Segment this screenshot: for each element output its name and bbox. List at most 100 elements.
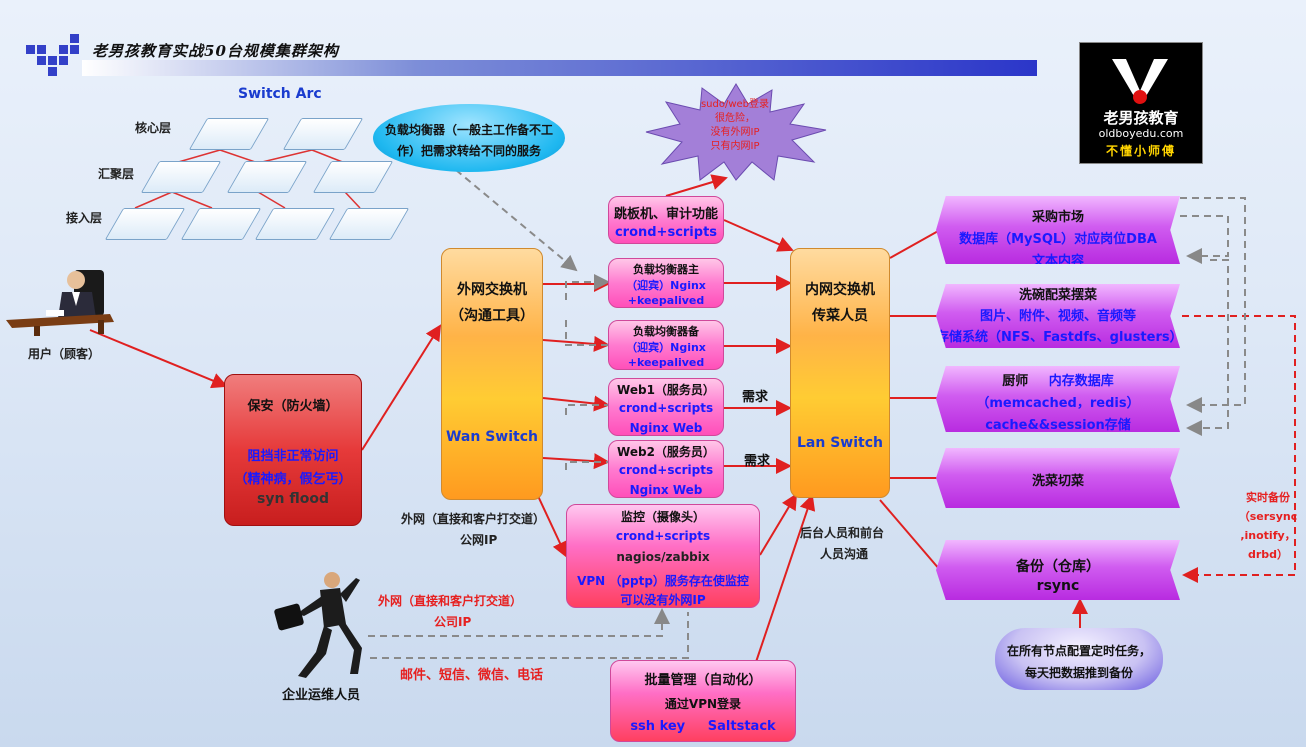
realtime-line2: （sersync	[1238, 510, 1298, 523]
web1-demand-label: 需求	[742, 390, 769, 405]
starburst-line2: 很危险，	[715, 113, 755, 124]
web2-demand-label: 需求	[744, 454, 771, 469]
lb-backup-title: 负载均衡器备	[633, 325, 699, 338]
web1-title: Web1（服务员）	[617, 383, 715, 397]
ops-note2: 公司IP	[434, 615, 472, 629]
lan-note2: 人员沟通	[820, 547, 869, 561]
starburst-line1: sudo/web登录	[700, 99, 770, 110]
monitor-line5: 可以没有外网IP	[620, 593, 706, 607]
cache-line3: cache&&session存储	[985, 418, 1131, 433]
cache-line2: （memcached，redis）	[976, 396, 1140, 411]
web1-line2: crond+scripts	[618, 401, 714, 415]
backup-line1: 备份（仓库）	[1016, 559, 1100, 575]
realtime-line3: ,inotify，	[1240, 529, 1296, 542]
jump-sub: crond+scripts	[614, 225, 718, 240]
starburst-line4: 只有内网IP	[710, 141, 760, 152]
running-ops-person-icon	[274, 572, 362, 678]
batch-line3: ssh key Saltstack	[630, 719, 776, 734]
lan-title1: 内网交换机	[805, 282, 875, 298]
aggregation-layer-label: 汇聚层	[98, 167, 135, 181]
lan-title2: 传菜人员	[812, 308, 868, 324]
cron-line1: 在所有节点配置定时任务，	[1006, 644, 1151, 658]
web2-box: Web2（服务员） crond+scripts Nginx Web	[608, 440, 724, 498]
firewall-title: 保安（防火墙）	[247, 399, 339, 414]
wash-box: 洗菜切菜	[936, 448, 1180, 508]
monitor-box: 监控（摄像头） crond+scripts nagios/zabbix VPN …	[566, 504, 760, 608]
lb-master-line2: （迎宾）Nginx	[626, 279, 706, 292]
web2-line2: crond+scripts	[618, 463, 714, 477]
wan-title2: （沟通工具）	[450, 308, 534, 324]
lb-bubble-line1: 负载均衡器（一般主工作备不工	[384, 123, 553, 137]
lb-master-title: 负载均衡器主	[633, 263, 699, 276]
cron-bubble: 在所有节点配置定时任务， 每天把数据推到备份	[995, 628, 1163, 690]
wan-switch-box: 外网交换机 （沟通工具） Wan Switch	[441, 248, 543, 500]
storage-line3: 存储系统（NFS、Fastdfs、glusters）	[936, 330, 1183, 345]
backup-box: 备份（仓库） rsync	[936, 540, 1180, 600]
firewall-line2: （精神病，假乞丐）	[234, 472, 352, 487]
database-box: 采购市场 数据库（MySQL）对应岗位DBA 文本内容	[936, 196, 1180, 264]
lb-backup-line3: +keepalived	[627, 356, 705, 369]
ops-label: 企业运维人员	[282, 688, 361, 703]
logo-slogan: 不懂小师傅	[1105, 144, 1176, 158]
web1-box: Web1（服务员） crond+scripts Nginx Web	[608, 378, 724, 436]
access-layer-label: 接入层	[66, 211, 103, 225]
user-label: 用户（顾客）	[28, 347, 101, 361]
batch-management-box: 批量管理（自动化） 通过VPN登录 ssh key Saltstack	[610, 660, 796, 742]
page-title: 老男孩教育实战50台规模集群架构	[92, 42, 339, 60]
web2-line3: Nginx Web	[629, 483, 703, 497]
core-layer-label: 核心层	[135, 121, 172, 135]
wan-name: Wan Switch	[445, 429, 538, 445]
brand-logo: 老男孩教育 oldboyedu.com 不懂小师傅	[1079, 42, 1203, 164]
lb-backup-box: 负载均衡器备 （迎宾）Nginx +keepalived	[608, 320, 724, 370]
firewall-box: 保安（防火墙） 阻挡非正常访问 （精神病，假乞丐） syn flood	[224, 374, 362, 526]
cache-line1b: 内存数据库	[1048, 374, 1114, 389]
web2-title: Web2（服务员）	[617, 445, 715, 459]
cache-box: 厨师 内存数据库 （memcached，redis） cache&&sessio…	[936, 366, 1180, 432]
realtime-backup-note: 实时备份 （sersync ,inotify， drbd）	[1236, 488, 1300, 564]
realtime-line4: drbd）	[1247, 548, 1289, 561]
logo-brand-cn: 老男孩教育	[1103, 109, 1179, 127]
user-at-desk-icon	[6, 270, 114, 336]
warning-starburst-icon	[645, 83, 827, 181]
web1-line3: Nginx Web	[629, 421, 703, 435]
switch-arc-title: Switch Arc	[238, 86, 322, 102]
firewall-line1: 阻挡非正常访问	[247, 449, 339, 464]
ops-note3: 邮件、短信、微信、电话	[400, 668, 544, 683]
logo-brand-en: oldboyedu.com	[1098, 127, 1184, 140]
ops-note1: 外网（直接和客户打交道）	[378, 594, 523, 608]
jump-title: 跳板机、审计功能	[613, 207, 718, 222]
lb-master-box: 负载均衡器主 （迎宾）Nginx +keepalived	[608, 258, 724, 308]
storage-line1: 洗碗配菜摆菜	[1018, 288, 1097, 303]
batch-line1: 批量管理（自动化）	[644, 673, 762, 688]
starburst-text: sudo/web登录 很危险， 没有外网IP 只有内网IP	[680, 98, 790, 154]
wash-line1: 洗菜切菜	[1031, 474, 1084, 489]
db-line1: 采购市场	[1031, 210, 1084, 225]
batch-line2: 通过VPN登录	[664, 697, 742, 711]
wan-note2: 公网IP	[460, 533, 498, 547]
title-bar	[82, 60, 1037, 76]
monitor-line1: 监控（摄像头）	[620, 510, 705, 524]
cron-line2: 每天把数据推到备份	[1024, 666, 1133, 680]
cache-line1a: 厨师	[1002, 374, 1029, 389]
monitor-line4: VPN （pptp）服务存在使监控	[577, 574, 749, 588]
lb-explain-bubble: 负载均衡器（一般主工作备不工 作）把需求转给不同的服务	[373, 104, 565, 172]
backup-line2: rsync	[1036, 578, 1080, 594]
wan-title1: 外网交换机	[457, 282, 527, 298]
firewall-line3: syn flood	[257, 491, 329, 507]
lan-name: Lan Switch	[797, 435, 883, 451]
db-line3: 文本内容	[1031, 254, 1084, 269]
storage-line2: 图片、附件、视频、音频等	[979, 309, 1136, 324]
lb-backup-line2: （迎宾）Nginx	[626, 341, 706, 354]
v-logo-icon	[1112, 59, 1168, 104]
lan-note1: 后台人员和前台	[800, 526, 885, 540]
wan-note1: 外网（直接和客户打交道）	[401, 512, 546, 526]
db-line2: 数据库（MySQL）对应岗位DBA	[959, 232, 1157, 247]
lb-bubble-line2: 作）把需求转给不同的服务	[396, 144, 541, 158]
jump-server-box: 跳板机、审计功能 crond+scripts	[608, 196, 724, 244]
lan-switch-box: 内网交换机 传菜人员 Lan Switch	[790, 248, 890, 498]
realtime-line1: 实时备份	[1246, 491, 1290, 504]
lb-master-line3: +keepalived	[627, 294, 705, 307]
storage-box: 洗碗配菜摆菜 图片、附件、视频、音频等 存储系统（NFS、Fastdfs、glu…	[936, 284, 1180, 348]
monitor-line3: nagios/zabbix	[616, 550, 710, 564]
